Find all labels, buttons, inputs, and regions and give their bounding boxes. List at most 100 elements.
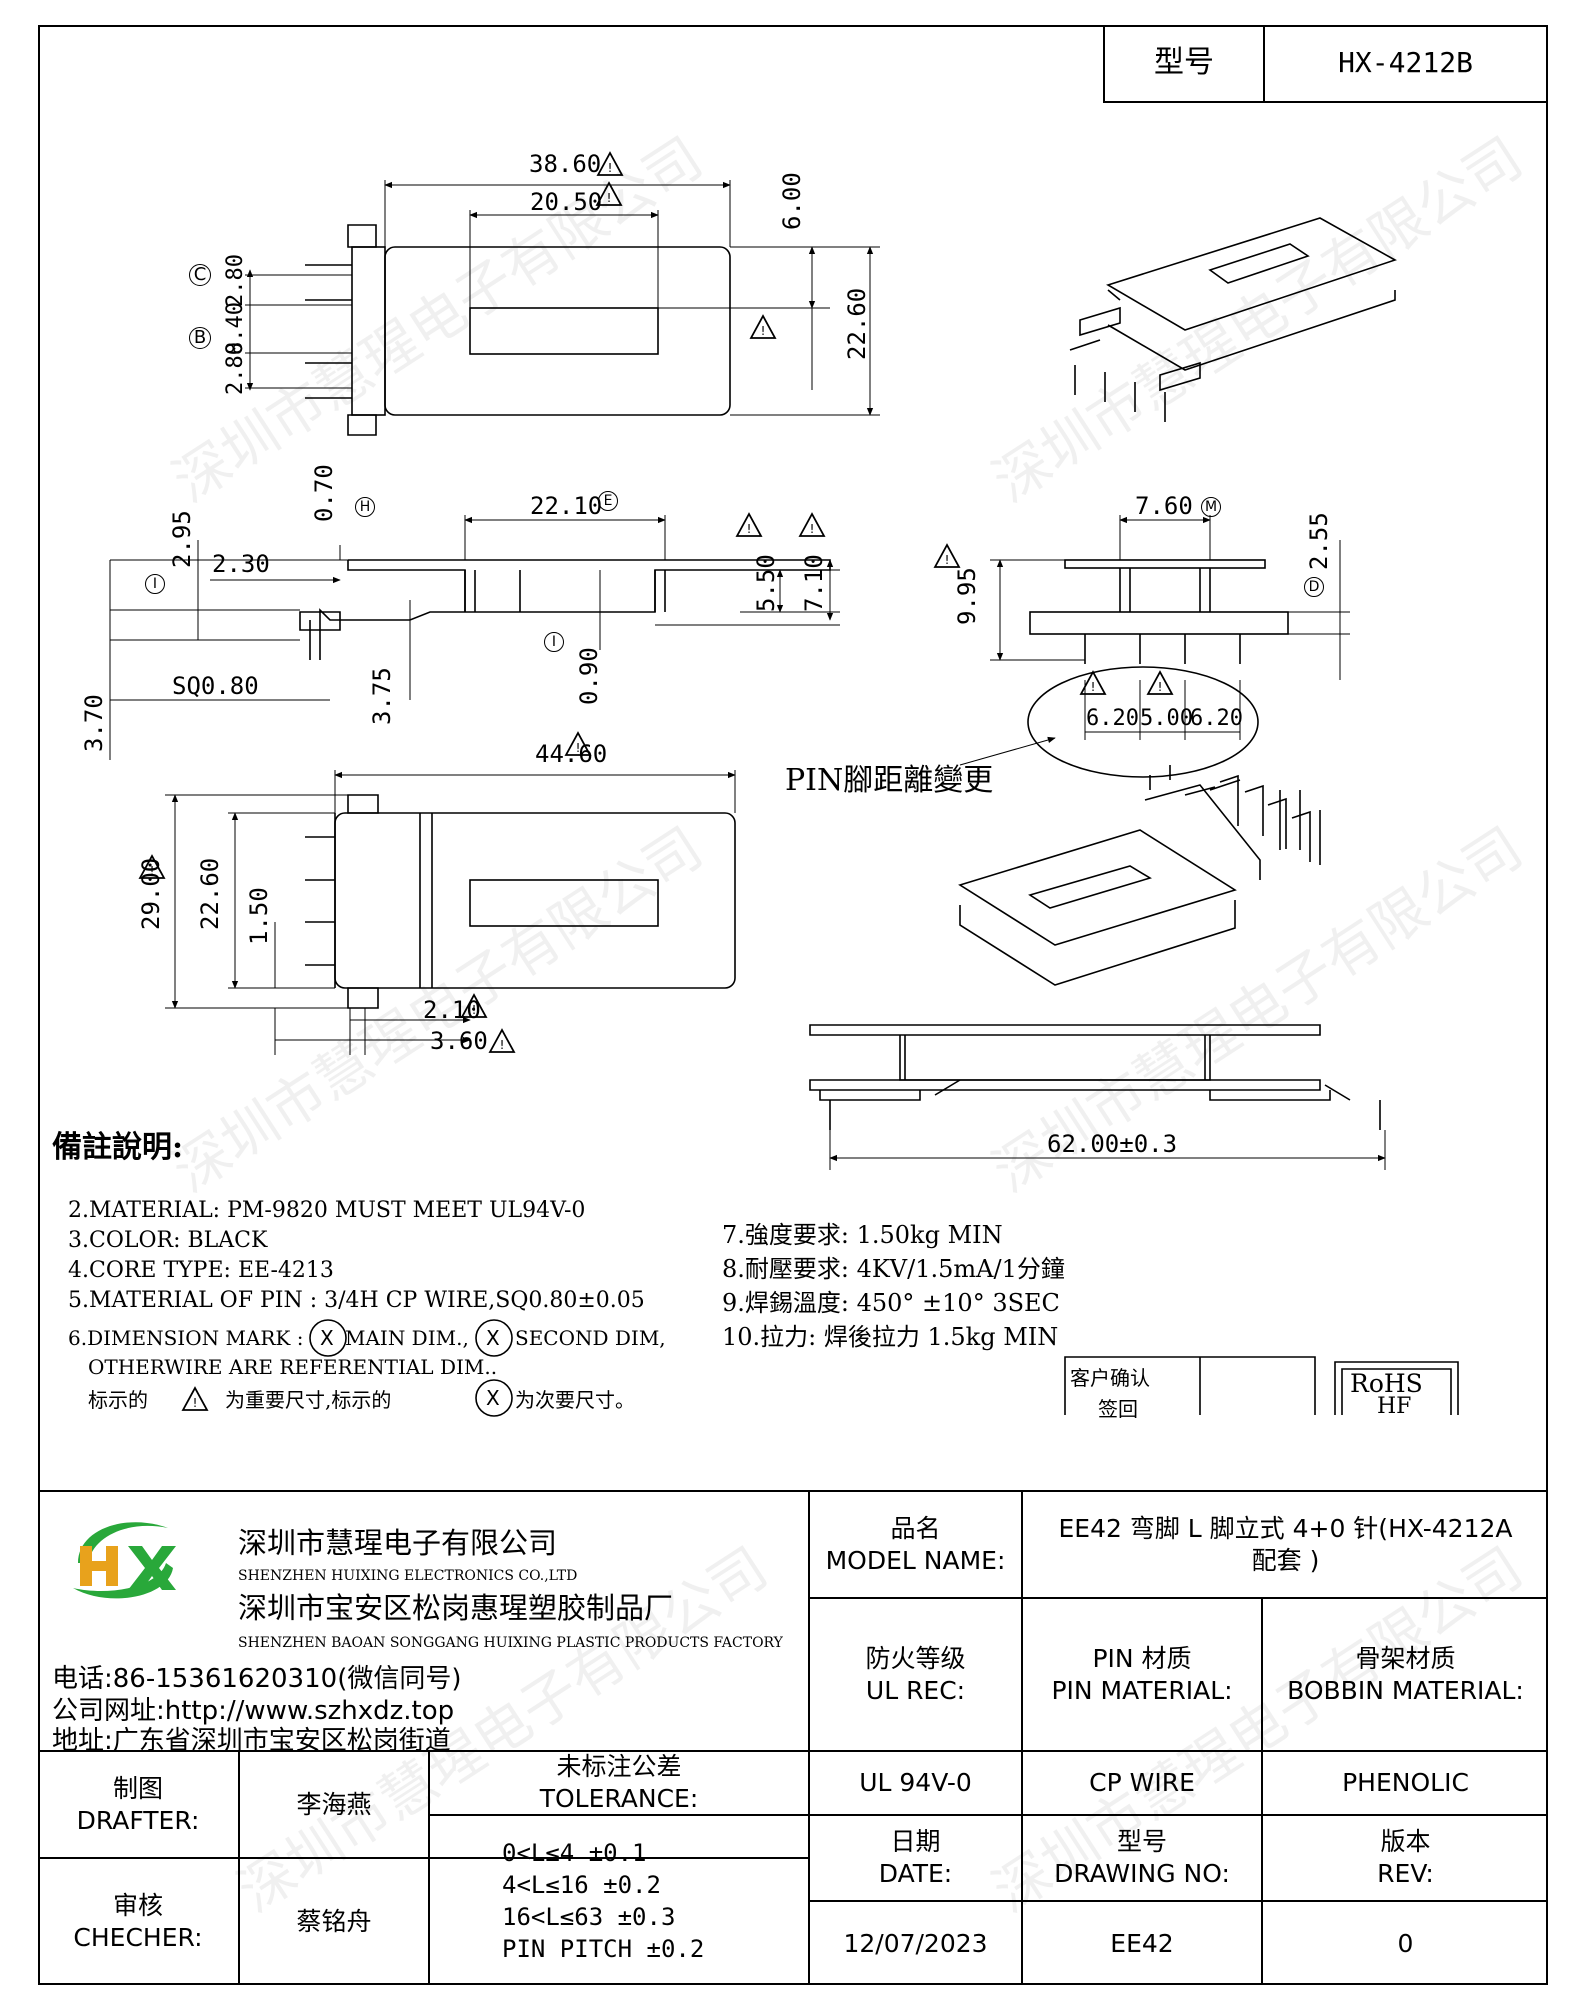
dim-side-0-90: 0.90 xyxy=(575,647,603,705)
dim-bot-1-50: 1.50 xyxy=(245,887,273,945)
dim-pitch-a: 6.20 xyxy=(1086,706,1139,731)
mark-i: I xyxy=(544,632,564,652)
dim-overall: 62.00±0.3 xyxy=(1047,1130,1178,1158)
dim-side-3-75: 3.75 xyxy=(368,667,396,725)
dim-top-window: 20.50 xyxy=(530,188,603,216)
note-6: 6.DIMENSION MARK : xyxy=(68,1326,304,1350)
mark-c: C xyxy=(189,264,211,286)
sign-back: 签回 xyxy=(1098,1397,1138,1421)
dim-top-width: 38.60 xyxy=(529,150,602,178)
mark-m: M xyxy=(1201,497,1221,517)
dim-side-22-10: 22.10 xyxy=(530,492,603,520)
model-box: 型号 HX-4212B xyxy=(1103,25,1548,103)
dim-side-sq: SQ0.80 xyxy=(172,672,259,700)
dim-bot-3-60: 3.60 xyxy=(430,1027,488,1055)
drafter-name: 李海燕 xyxy=(296,1789,372,1819)
top-view xyxy=(245,180,880,436)
note-7: 7.強度要求: 1.50kg MIN xyxy=(722,1221,1003,1249)
mark-x: X xyxy=(320,1326,334,1350)
checker-name: 蔡铭舟 xyxy=(296,1907,372,1936)
fire-rating-value: UL 94V-0 xyxy=(859,1768,972,1797)
note-6-cn1: 标示的 xyxy=(88,1388,148,1412)
mark-i: I xyxy=(145,574,165,594)
dim-side-5-50: 5.50 xyxy=(752,554,780,612)
dim-top-2-80b: 2.80 xyxy=(223,342,248,395)
mark-x: X xyxy=(486,1386,500,1410)
notes-heading: 備註說明: xyxy=(52,1130,184,1165)
model-value: HX-4212B xyxy=(1338,46,1473,79)
pin-material-value: CP WIRE xyxy=(1089,1768,1195,1797)
note-3: 3.COLOR: BLACK xyxy=(68,1228,268,1253)
factory-name-en: SHENZHEN BAOAN SONGGANG HUIXING PLASTIC … xyxy=(238,1635,783,1651)
company-phone: 电话:86-15361620310(微信同号) xyxy=(52,1664,462,1694)
dim-top-2-80a: 2.80 xyxy=(223,254,248,307)
end-view xyxy=(959,515,1350,778)
title-block: 深圳市慧瑆电子有限公司 SHENZHEN HUIXING ELECTRONICS… xyxy=(38,1490,1548,1985)
mark-b: B xyxy=(189,327,211,349)
company-logo-icon xyxy=(73,1522,176,1599)
note-6-other: OTHERWIRE ARE REFERENTIAL DIM.. xyxy=(88,1355,498,1379)
dim-bot-2-10: 2.10 xyxy=(423,996,481,1024)
dim-bot-29: 29.00 xyxy=(137,857,165,930)
note-6-second: SECOND DIM, xyxy=(515,1326,666,1350)
dim-end-7-60: 7.60 xyxy=(1135,492,1193,520)
note-10: 10.拉力: 焊後拉力 1.5kg MIN xyxy=(722,1323,1059,1351)
dim-end-2-55: 2.55 xyxy=(1305,512,1333,570)
mark-x: X xyxy=(486,1326,500,1350)
side-view xyxy=(109,515,840,760)
dim-end-9-95: 9.95 xyxy=(953,567,981,625)
date-value: 12/07/2023 xyxy=(843,1928,988,1958)
hf-mark: HF xyxy=(1377,1394,1412,1419)
dim-pitch-b: 5.00 xyxy=(1140,706,1193,731)
dim-side-0-70: 0.70 xyxy=(310,464,338,522)
dim-side-7-10: 7.10 xyxy=(800,554,828,612)
bobbin-material-value: PHENOLIC xyxy=(1342,1768,1469,1797)
note-9: 9.焊錫溫度: 450° ±10° 3SEC xyxy=(722,1289,1060,1317)
dim-bot-44-60: 44.60 xyxy=(535,740,608,768)
note-2: 2.MATERIAL: PM-9820 MUST MEET UL94V-0 xyxy=(68,1198,586,1223)
mark-h: H xyxy=(355,497,375,517)
company-website: 公司网址:http://www.szhxdz.top xyxy=(52,1696,455,1726)
iso-view-bottom xyxy=(958,765,1321,986)
drawing-no-value: EE42 xyxy=(1110,1928,1174,1958)
note-8: 8.耐壓要求: 4KV/1.5mA/1分鐘 xyxy=(722,1255,1065,1283)
dim-side-2-95: 2.95 xyxy=(168,510,196,568)
note-6-main: MAIN DIM., xyxy=(345,1326,469,1350)
bottom-view xyxy=(165,770,736,1055)
rohs-mark: RoHS xyxy=(1350,1369,1423,1398)
dim-side-3-70: 3.70 xyxy=(80,694,108,752)
company-address: 地址:广东省深圳市宝安区松岗街道 xyxy=(52,1726,451,1756)
dim-pitch-c: 6.20 xyxy=(1190,706,1243,731)
dim-bot-22-60: 22.60 xyxy=(196,857,224,930)
customer-confirm: 客户确认 xyxy=(1070,1366,1150,1390)
pin-note: PIN腳距離變更 xyxy=(785,763,994,798)
mark-e: E xyxy=(598,491,618,511)
note-4: 4.CORE TYPE: EE-4213 xyxy=(68,1258,334,1283)
dim-side-2-30: 2.30 xyxy=(212,550,270,578)
technical-drawing: ! xyxy=(109,152,1459,1417)
note-6-cn3: 为次要尺寸。 xyxy=(515,1388,635,1412)
rev-value: 0 xyxy=(1397,1928,1414,1958)
iso-view-top xyxy=(1069,217,1397,422)
confirm-boxes xyxy=(309,1319,1459,1417)
drawing-frame xyxy=(38,25,1548,1985)
note-5: 5.MATERIAL OF PIN : 3/4H CP WIRE,SQ0.80±… xyxy=(68,1288,645,1313)
dim-top-22-6: 22.60 xyxy=(843,287,871,360)
note-6-cn2: 为重要尺寸,标示的 xyxy=(225,1388,392,1412)
long-view xyxy=(809,1024,1386,1170)
company-name-cn: 深圳市慧瑆电子有限公司 xyxy=(238,1526,558,1560)
company-name-en: SHENZHEN HUIXING ELECTRONICS CO.,LTD xyxy=(238,1568,578,1584)
factory-name-cn: 深圳市宝安区松岗惠瑆塑胶制品厂 xyxy=(238,1591,674,1625)
